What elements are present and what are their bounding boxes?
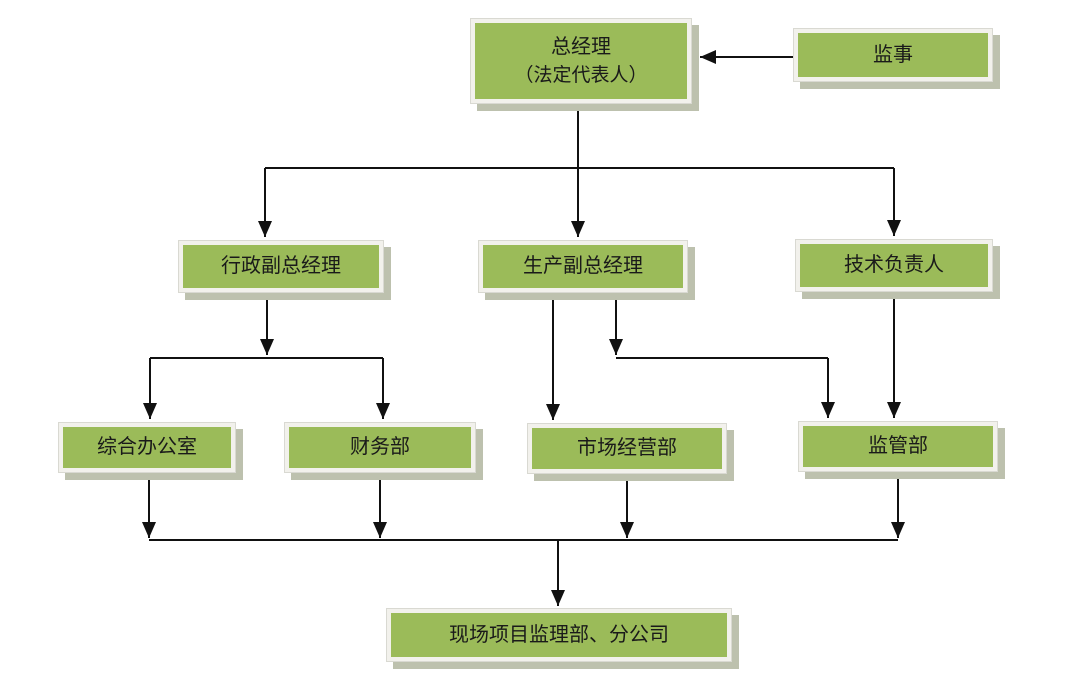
node-general-office: 综合办公室 <box>58 422 236 473</box>
node-site-supervision-branch-label: 现场项目监理部、分公司 <box>449 623 669 646</box>
node-technical-director-label: 技术负责人 <box>844 254 944 276</box>
node-technical-director: 技术负责人 <box>795 239 993 292</box>
node-general-manager-label: 总经理 <box>551 35 611 58</box>
node-finance-dept-label: 财务部 <box>350 436 410 458</box>
node-supervisor-label: 监事 <box>873 43 913 66</box>
node-general-manager-sublabel: （法定代表人） <box>514 64 648 86</box>
node-general-office-label: 综合办公室 <box>97 436 197 458</box>
node-finance-dept: 财务部 <box>284 422 476 473</box>
node-site-supervision-branch: 现场项目监理部、分公司 <box>386 608 732 662</box>
node-market-dept: 市场经营部 <box>527 423 727 474</box>
node-supervision-dept: 监管部 <box>798 421 998 472</box>
node-supervisor: 监事 <box>793 28 993 82</box>
node-admin-vice-gm: 行政副总经理 <box>178 240 384 293</box>
node-production-vice-gm-label: 生产副总经理 <box>523 255 643 277</box>
node-market-dept-label: 市场经营部 <box>577 437 677 459</box>
node-production-vice-gm: 生产副总经理 <box>478 240 688 293</box>
node-general-manager: 总经理 （法定代表人） <box>470 18 692 104</box>
node-supervision-dept-label: 监管部 <box>868 435 928 457</box>
node-admin-vice-gm-label: 行政副总经理 <box>221 255 341 277</box>
